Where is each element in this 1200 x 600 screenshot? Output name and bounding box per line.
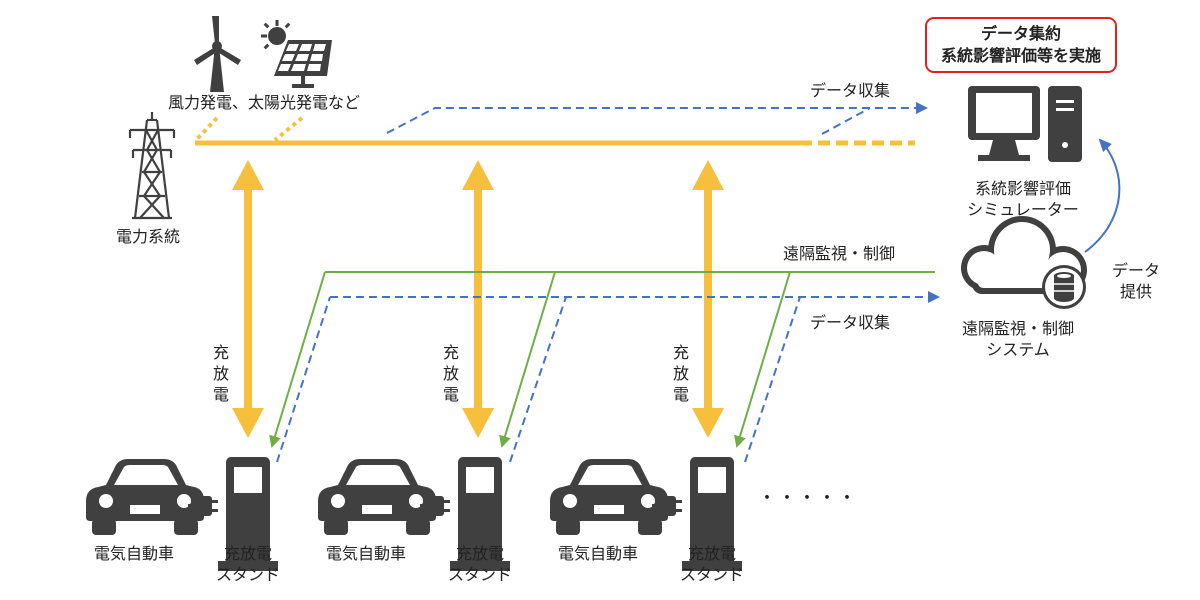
remote-control-label: 遠隔監視・制御 [783,244,896,263]
data-collection-line-top [386,102,928,134]
charge-discharge-label-1: 充 放 電 [212,343,229,404]
data-provision-label: データ 提供 [1106,260,1166,302]
renewables-label: 風力発電、太陽光発電など [168,93,361,112]
stand-label-1: 充放電 スタンド [215,544,280,584]
charge-discharge-arrow-2 [462,160,494,438]
electric-car-icon [86,459,204,535]
data-collection-label-bottom: データ収集 [810,313,891,332]
vehicle-label-1: 電気自動車 [94,544,175,563]
transmission-tower-icon [128,112,176,220]
charge-discharge-label-3: 充 放 電 [672,343,689,404]
charge-discharge-arrow-3 [692,160,724,438]
data-collection-branch-3 [744,296,801,463]
grid-label: 電力系統 [116,227,181,246]
simulator-label-line2: シミュレーター [967,200,1079,219]
database-icon [1042,265,1086,309]
remote-control-branch-3 [734,271,791,448]
remote-system-label-line2: システム [986,340,1050,359]
solar-panel-icon [261,20,332,88]
data-collection-branch-1 [276,296,331,463]
data-collection-branch-2 [509,296,567,463]
simulator-label: 系統影響評価 シミュレーター [958,178,1088,220]
wind-turbine-icon [194,16,241,92]
data-provision-arrow [1084,138,1121,253]
headline-line1: データ集約 [980,24,1061,43]
vehicle-label-3: 電気自動車 [558,544,639,563]
renewable-link-wind [194,116,219,142]
headline-box: データ集約 系統影響評価等を実施 [925,17,1117,73]
simulator-label-line1: 系統影響評価 [974,179,1071,198]
remote-system-label: 遠隔監視・制御 システム [948,318,1088,360]
data-provision-label-line1: データ [1111,261,1160,280]
renewable-link-solar [273,116,304,142]
stand-label-3: 充放電 スタンド [679,544,744,584]
headline-line2: 系統影響評価等を実施 [940,46,1101,65]
data-collection-label-top: データ収集 [810,81,891,100]
stand-label-2: 充放電 スタンド [447,544,512,584]
remote-system-label-line1: 遠隔監視・制御 [961,319,1074,338]
charge-discharge-arrow-1 [232,160,264,438]
charge-discharge-label-2: 充 放 電 [442,343,459,404]
remote-control-branch-1 [269,271,326,448]
computer-icon [968,86,1082,162]
data-provision-label-line2: 提供 [1119,282,1152,301]
more-units-ellipsis: ・・・・・ [758,488,858,509]
remote-control-branch-2 [499,271,556,448]
electric-car-icon [550,459,668,535]
vehicle-label-2: 電気自動車 [326,544,407,563]
data-collection-line-top-branch [821,107,871,135]
electric-car-icon [318,459,436,535]
